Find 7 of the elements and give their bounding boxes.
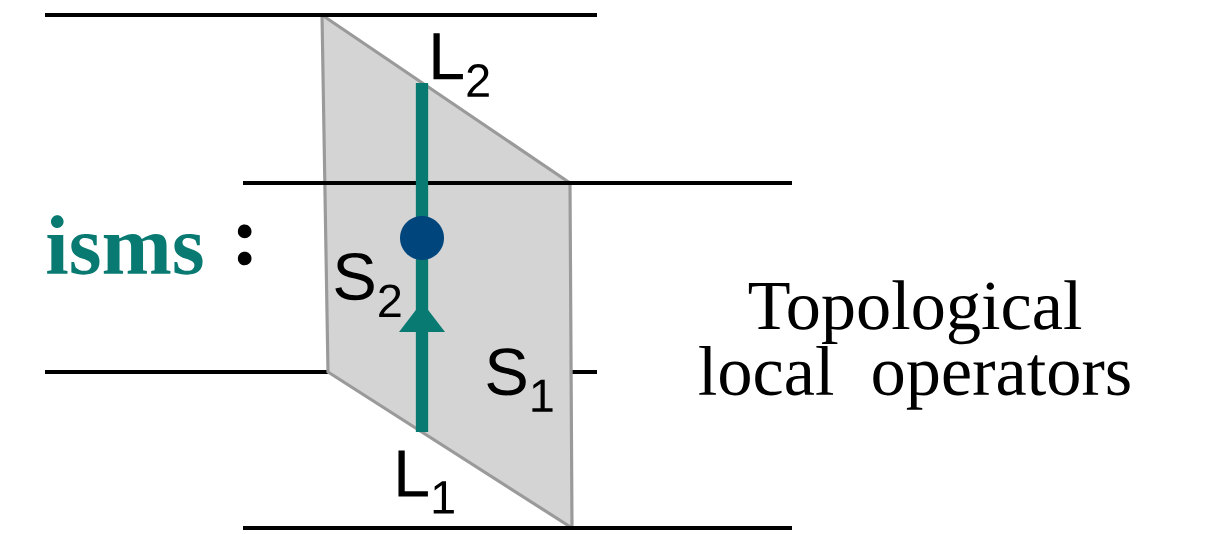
line-label: L$_{2}$ (433, 33, 489, 97)
colon: : (237, 224, 252, 266)
caption-text: Topological local operators (699, 280, 1130, 410)
plane-label: S$_{1}$ (487, 348, 553, 412)
segment-label: S$_{2}$ (335, 252, 401, 318)
line-label: L$_{1}$ (398, 450, 454, 514)
heading-text: isms (47, 215, 203, 275)
